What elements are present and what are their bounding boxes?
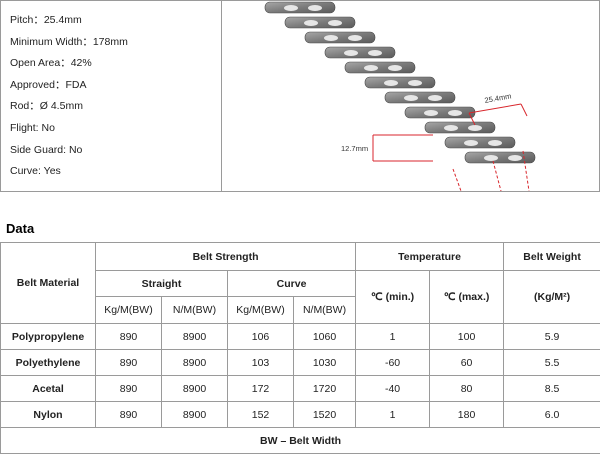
cell-temp-min: 1: [355, 401, 431, 428]
belt-links: [264, 1, 536, 164]
spec-flight: Flight: No: [10, 121, 55, 134]
header-temp-min: ℃ (min.): [355, 270, 431, 324]
cell-material: Polyethylene: [0, 349, 96, 376]
dim-line-pitch-right: [520, 103, 528, 117]
belt-link: [404, 106, 476, 119]
cell-temp-min: -40: [355, 375, 431, 402]
belt-link: [464, 151, 536, 164]
belt-link: [304, 31, 376, 44]
data-table: Belt Material Belt Strength Temperature …: [0, 242, 600, 454]
cell-temp-max: 80: [429, 375, 505, 402]
cell-straight-kg: 890: [95, 323, 162, 350]
cell-temp-max: 180: [429, 401, 505, 428]
cell-curve-n: 1720: [292, 375, 357, 402]
cell-curve-kg: 172: [227, 375, 294, 402]
header-row-units: Kg/M(BW) N/M(BW) Kg/M(BW) N/M(BW): [1, 296, 600, 324]
belt-drawing: 25.4mm 12.7mm: [264, 1, 536, 191]
table-row: Polyethylene 890 8900 103 1030 -60 60 5.…: [0, 349, 600, 376]
table-row: Nylon 890 8900 152 1520 1 180 6.0: [0, 401, 600, 428]
cell-straight-n: 8900: [161, 323, 228, 350]
cell-weight: 5.5: [503, 349, 600, 376]
cell-temp-max: 100: [429, 323, 505, 350]
belt-link: [424, 121, 496, 134]
header-belt-strength: Belt Strength: [94, 242, 357, 271]
header-curve: Curve: [226, 270, 357, 297]
cell-straight-kg: 890: [95, 349, 162, 376]
cell-straight-kg: 890: [95, 401, 162, 428]
dim-line-pitch-left: [468, 112, 476, 126]
table-row: Polypropylene 890 8900 106 1060 1 100 5.…: [0, 323, 600, 350]
cell-weight: 5.9: [503, 323, 600, 350]
dimension-lines: [372, 103, 530, 191]
dim-line-dashed-3: [522, 150, 530, 191]
dim-label-height: 12.7mm: [341, 144, 368, 153]
cell-straight-kg: 890: [95, 375, 162, 402]
cell-curve-n: 1060: [292, 323, 357, 350]
cell-material: Nylon: [0, 401, 96, 428]
header-weight-unit: (Kg/M²): [503, 270, 600, 324]
header-row-sub: Straight Curve ℃ (min.) ℃ (max.) (Kg/M²): [1, 270, 600, 324]
cell-temp-max: 60: [429, 349, 505, 376]
belt-link: [344, 61, 416, 74]
cell-material: Polypropylene: [0, 323, 96, 350]
cell-curve-kg: 103: [227, 349, 294, 376]
table-row: Acetal 890 8900 172 1720 -40 80 8.5: [0, 375, 600, 402]
spec-rod: Rod：Ø 4.5mm: [10, 100, 83, 113]
spec-minimum-width: Minimum Width：178mm: [10, 35, 128, 48]
header-belt-material: Belt Material: [0, 242, 96, 324]
cell-weight: 8.5: [503, 375, 600, 402]
header-straight-kg: Kg/M(BW): [95, 296, 162, 324]
header-temp-max: ℃ (max.): [429, 270, 505, 324]
belt-link: [444, 136, 516, 149]
spec-pitch: Pitch：25.4mm: [10, 14, 82, 26]
belt-link: [324, 46, 396, 59]
cell-curve-n: 1520: [292, 401, 357, 428]
dim-label-pitch: 25.4mm: [484, 91, 512, 105]
cell-weight: 6.0: [503, 401, 600, 428]
belt-illustration: 25.4mm 12.7mm: [223, 1, 599, 191]
header-temperature: Temperature: [355, 242, 505, 271]
dim-line-dashed-2: [492, 160, 502, 191]
belt-link: [264, 1, 336, 14]
header-straight: Straight: [95, 270, 228, 297]
dim-line-dashed-1: [452, 168, 462, 191]
spec-box: Pitch：25.4mm Minimum Width：178mm Open Ar…: [0, 0, 600, 192]
footnote-belt-width: BW – Belt Width: [0, 427, 600, 454]
cell-straight-n: 8900: [161, 349, 228, 376]
header-belt-weight: Belt Weight: [503, 242, 600, 271]
dim-line-pitch-top: [468, 103, 522, 114]
header-curve-kg: Kg/M(BW): [227, 296, 294, 324]
spec-open-area: Open Area：42%: [10, 57, 92, 70]
spec-side-guard: Side Guard: No: [10, 143, 83, 156]
cell-curve-n: 1030: [292, 349, 357, 376]
cell-temp-min: -60: [355, 349, 431, 376]
belt-link: [364, 76, 436, 89]
header-row-groups: Belt Material Belt Strength Temperature …: [0, 242, 600, 324]
cell-material: Acetal: [0, 375, 96, 402]
cell-straight-n: 8900: [161, 401, 228, 428]
spec-list: Pitch：25.4mm Minimum Width：178mm Open Ar…: [1, 1, 222, 191]
spec-curve: Curve: Yes: [10, 165, 61, 178]
header-curve-n: N/M(BW): [292, 296, 357, 324]
cell-curve-kg: 106: [227, 323, 294, 350]
section-title-data: Data: [6, 221, 35, 236]
belt-link: [284, 16, 356, 29]
belt-link: [384, 91, 456, 104]
cell-curve-kg: 152: [227, 401, 294, 428]
spec-approved: Approved：FDA: [10, 78, 87, 91]
cell-temp-min: 1: [355, 323, 431, 350]
cell-straight-n: 8900: [161, 375, 228, 402]
header-straight-n: N/M(BW): [161, 296, 228, 324]
footnote-row: BW – Belt Width: [0, 427, 600, 454]
